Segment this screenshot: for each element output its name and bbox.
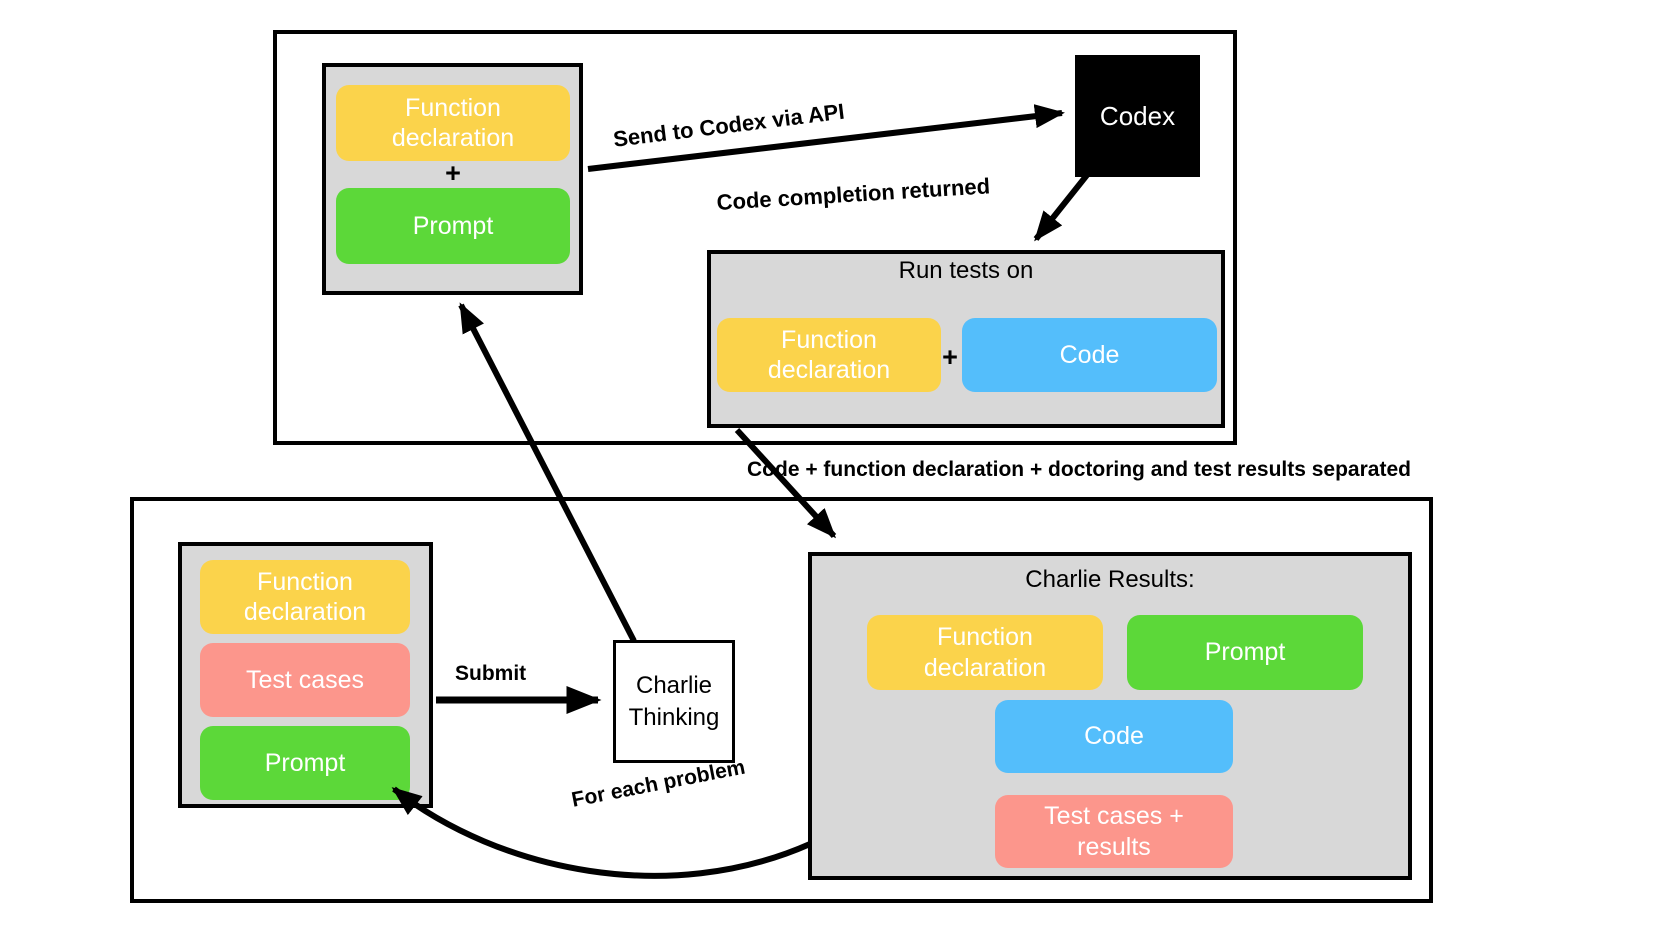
plus-sign: + (445, 158, 461, 188)
prompt-chip: Prompt (200, 726, 410, 800)
plus-sign: + (942, 342, 958, 372)
function-declaration-label: Function declaration (391, 93, 515, 153)
code-chip: Code (962, 318, 1217, 392)
function-declaration-chip: Function declaration (867, 615, 1103, 690)
submit-arrow-label: Submit (455, 662, 527, 685)
codex-block: Codex (1075, 55, 1200, 177)
function-declaration-label: Function declaration (767, 325, 891, 385)
run-tests-title: Run tests on (898, 257, 1034, 284)
codex-label: Codex (1099, 100, 1176, 131)
test-cases-label: Test cases (245, 665, 365, 694)
function-declaration-chip: Function declaration (717, 318, 941, 392)
function-declaration-chip: Function declaration (336, 85, 570, 161)
separator-label: Code + function declaration + doctoring … (747, 458, 1411, 481)
function-declaration-label: Function declaration (923, 623, 1047, 682)
charlie-thinking-box: Charlie Thinking (613, 640, 735, 763)
charlie-thinking-label: Charlie Thinking (628, 672, 720, 731)
function-declaration-chip: Function declaration (200, 560, 410, 634)
code-label: Code (1059, 340, 1120, 369)
code-chip: Code (995, 700, 1233, 773)
test-cases-chip: Test cases (200, 643, 410, 717)
code-label: Code (1084, 722, 1144, 751)
prompt-label: Prompt (412, 211, 494, 240)
charlie-results-title: Charlie Results: (1025, 566, 1195, 593)
prompt-label: Prompt (264, 748, 346, 777)
prompt-chip: Prompt (336, 188, 570, 264)
test-cases-results-label: Test cases + results (1044, 802, 1184, 861)
prompt-chip: Prompt (1127, 615, 1363, 690)
test-cases-results-chip: Test cases + results (995, 795, 1233, 868)
prompt-label: Prompt (1204, 638, 1286, 667)
function-declaration-label: Function declaration (243, 567, 367, 627)
